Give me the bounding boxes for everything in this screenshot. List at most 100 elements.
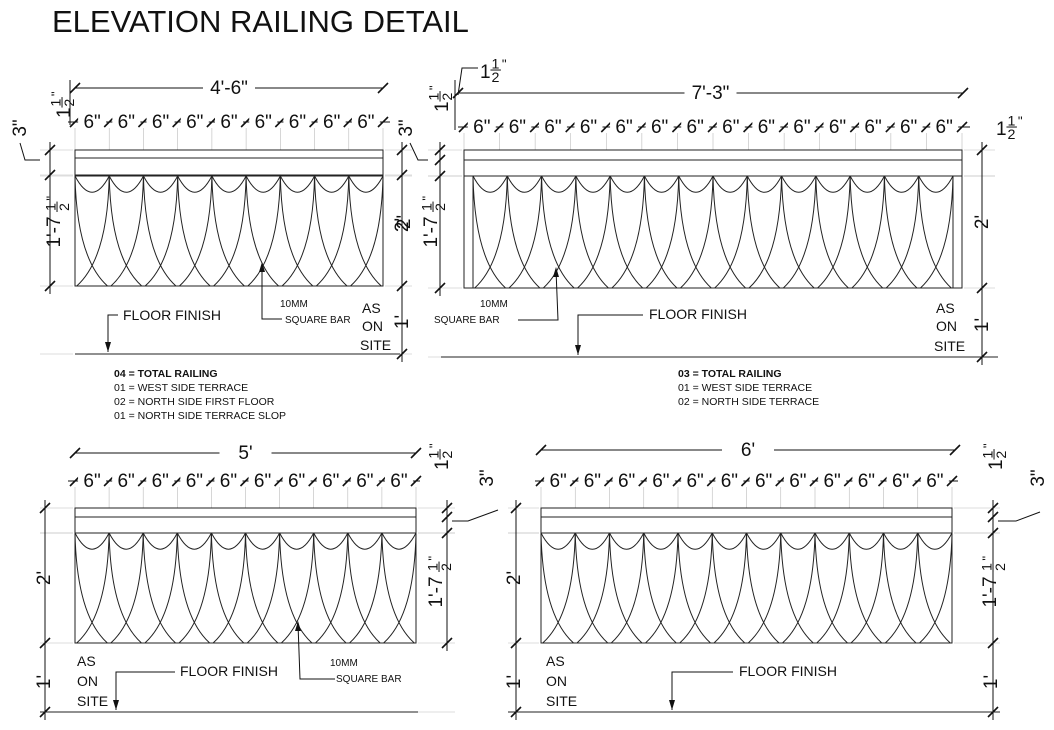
curved-square-bar bbox=[381, 532, 415, 644]
segment-width-label: 6" bbox=[152, 112, 169, 133]
segment-width-label: 6" bbox=[186, 112, 203, 133]
scallop-bar bbox=[815, 175, 851, 193]
segment-width-label: 6" bbox=[118, 112, 135, 133]
fraction-numerator: 1 bbox=[427, 451, 443, 459]
dimension-tick bbox=[778, 121, 790, 133]
dimension-tick bbox=[44, 169, 56, 181]
overall-width-label: 5' bbox=[238, 443, 252, 464]
fraction-numerator: 1 bbox=[44, 203, 60, 211]
railing-note: 01 = WEST SIDE TERRACE bbox=[678, 382, 812, 394]
curved-square-bar bbox=[281, 175, 316, 287]
curved-square-bar bbox=[76, 532, 110, 644]
curved-square-bar bbox=[142, 532, 176, 644]
curved-square-bar bbox=[746, 175, 781, 289]
square-bar-pattern bbox=[74, 175, 384, 287]
leader-line bbox=[452, 509, 499, 522]
label-mask bbox=[503, 115, 532, 135]
fraction-whole: 1 bbox=[432, 459, 453, 470]
inch-mark: " bbox=[502, 57, 507, 72]
top-rail bbox=[74, 149, 384, 176]
label-mask bbox=[894, 115, 923, 135]
curved-square-bar bbox=[677, 532, 711, 644]
segment-width-label: 6" bbox=[864, 117, 881, 138]
label-mask bbox=[180, 469, 209, 489]
curved-square-bar bbox=[680, 175, 714, 289]
fraction-numerator: 1 bbox=[420, 203, 436, 211]
dimension-tick bbox=[976, 282, 988, 294]
label-mask bbox=[538, 115, 567, 135]
fraction-whole: 1 bbox=[480, 62, 491, 83]
segment-width-label: 6" bbox=[357, 112, 374, 133]
label-mask bbox=[610, 115, 639, 135]
base-height-label: 1' bbox=[392, 315, 413, 329]
dimension-tick bbox=[396, 169, 408, 181]
curved-square-bar bbox=[74, 175, 108, 287]
label-mask bbox=[930, 115, 959, 135]
curved-square-bar bbox=[643, 532, 677, 644]
label-mask bbox=[214, 469, 243, 489]
dimension-tick bbox=[600, 121, 612, 133]
dimension-tick bbox=[458, 121, 470, 133]
curved-square-bar bbox=[746, 532, 780, 644]
square-bar-leader bbox=[297, 623, 335, 680]
label-mask bbox=[78, 110, 107, 130]
label-mask bbox=[574, 115, 603, 135]
curved-square-bar bbox=[144, 532, 178, 644]
curved-square-bar bbox=[348, 175, 382, 287]
segment-width-label: 6" bbox=[926, 471, 943, 492]
label-mask bbox=[317, 110, 346, 130]
curved-square-bar bbox=[472, 175, 506, 289]
railing-panel-p3: 5'6"6"6"6"6"6"6"6"6"6"2'1'112"3"1'-712"F… bbox=[34, 439, 499, 720]
overall-width-label: 7'-3" bbox=[692, 83, 730, 104]
label-mask bbox=[646, 469, 675, 489]
curved-square-bar bbox=[210, 532, 245, 644]
drawing-title: ELEVATION RAILING DETAIL bbox=[52, 4, 469, 39]
curved-square-bar bbox=[712, 175, 746, 289]
dimension-tick bbox=[410, 475, 422, 487]
rail-height-label: 3" bbox=[477, 469, 498, 486]
segment-width-label: 6" bbox=[858, 471, 875, 492]
segment-width-label: 6" bbox=[789, 471, 806, 492]
inch-mark: " bbox=[981, 443, 996, 448]
segment-width-label: 6" bbox=[289, 112, 306, 133]
fraction-numerator: 1 bbox=[426, 563, 442, 571]
total-height-label: 2' bbox=[392, 218, 413, 232]
curved-square-bar bbox=[350, 175, 384, 287]
segment-width-label: 6" bbox=[322, 471, 339, 492]
label-mask bbox=[350, 469, 379, 489]
inch-mark: " bbox=[426, 556, 441, 561]
segment-width-label: 6" bbox=[721, 471, 738, 492]
dimension-tick bbox=[987, 706, 999, 718]
segment-width-label: 6" bbox=[473, 117, 490, 138]
scallop-bar bbox=[746, 532, 782, 550]
segment-width-label: 6" bbox=[936, 117, 953, 138]
curved-square-bar bbox=[645, 532, 679, 644]
scallop-bar bbox=[176, 532, 212, 550]
segment-width-label: 6" bbox=[618, 471, 635, 492]
square-bar-label: SQUARE BAR bbox=[336, 674, 402, 685]
inch-mark: " bbox=[427, 443, 442, 448]
label-mask bbox=[715, 469, 744, 489]
dimension-tick bbox=[69, 82, 81, 94]
label-mask bbox=[783, 469, 812, 489]
segment-width-label: 6" bbox=[83, 471, 100, 492]
curved-square-bar bbox=[110, 532, 144, 644]
scallop-bar bbox=[143, 175, 179, 193]
overall-width-label: 4'-6" bbox=[210, 78, 248, 99]
dimension-tick bbox=[441, 511, 453, 523]
floor-finish-leader bbox=[107, 314, 118, 352]
dimension-tick bbox=[441, 502, 453, 514]
curved-square-bar bbox=[541, 175, 575, 289]
square-bar-label: 10MM bbox=[330, 658, 358, 669]
dimension-tick bbox=[920, 121, 932, 133]
fraction-denominator: 2 bbox=[439, 563, 455, 571]
fraction-numerator: 1 bbox=[427, 93, 443, 101]
curved-square-bar bbox=[245, 175, 279, 287]
curved-square-bar bbox=[347, 532, 381, 644]
infill-frame bbox=[74, 174, 384, 287]
curved-square-bar bbox=[179, 175, 213, 287]
dimension-tick bbox=[743, 121, 755, 133]
segment-width-label: 6" bbox=[509, 117, 526, 138]
